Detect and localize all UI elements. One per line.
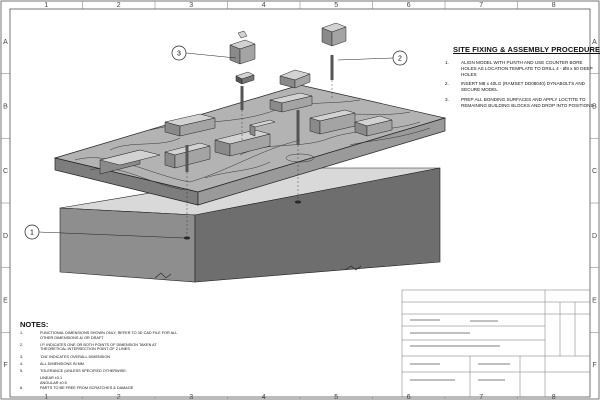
column-label: 4: [262, 394, 266, 400]
procedure-step-text: INSERT M8 x 40LG (RAMSET DD08040) DYNABO…: [461, 81, 585, 93]
note-text-main: ALL DIMENSIONS IN MM: [40, 361, 84, 366]
column-label: 6: [407, 2, 411, 9]
note-subitem-text: ANGULAR ±0.5: [40, 381, 67, 386]
svg-text:1: 1: [30, 230, 34, 237]
row-label: C: [3, 168, 8, 175]
note-subitem-text: LINEAR ±0.1: [40, 376, 63, 381]
note-item: 2. I.P. INDICATES ONE OR BOTH POINTS OF D…: [20, 343, 180, 352]
row-label: D: [3, 233, 8, 240]
procedure-step-number: 1.: [445, 60, 449, 65]
column-label: 5: [334, 2, 338, 9]
row-label: E: [3, 298, 8, 305]
procedure-steps: 1. ALIGN MODEL WITH PLINTH AND USE COUNTE…: [445, 60, 595, 113]
note-text-main: PARTS TO BE FREE FROM SCRATCHES & DAMAGE: [40, 386, 134, 391]
row-label: B: [592, 104, 597, 111]
procedure-step-text: PREP ALL BONDING SURFACES AND APPLY LOCT…: [461, 96, 594, 108]
note-item: 3. 'O/A' INDICATES OVERALL DIMENSION: [20, 355, 180, 360]
column-label: 2: [117, 394, 121, 400]
note-item: 6. PARTS TO BE FREE FROM SCRATCHES & DAMA…: [20, 386, 180, 391]
note-number: 3.: [20, 354, 24, 359]
note-text: I.P. INDICATES ONE OR BOTH POINTS OF DIM…: [40, 343, 180, 352]
row-label: C: [592, 168, 597, 175]
note-text-main: FUNCTIONAL DIMENSIONS SHOWN ONLY, REFER …: [40, 331, 178, 340]
row-label: F: [3, 362, 7, 369]
column-label: 7: [479, 2, 483, 9]
procedure-step-number: 2.: [445, 81, 449, 87]
row-label: D: [592, 233, 597, 240]
note-number: 5.: [20, 368, 24, 373]
note-text-main: 'O/A' INDICATES OVERALL DIMENSION: [40, 354, 111, 359]
row-label: F: [592, 362, 596, 369]
column-label: 2: [117, 2, 121, 9]
note-item: 1. FUNCTIONAL DIMENSIONS SHOWN ONLY, REFE…: [20, 331, 180, 340]
column-label: 1: [44, 394, 48, 400]
column-label: 5: [334, 394, 338, 400]
svg-text:3: 3: [177, 51, 181, 58]
column-label: 3: [189, 394, 193, 400]
note-number: 6.: [20, 386, 24, 391]
note-item: 5. TOLERANCE (UNLESS SPECIFIED OTHERWISE:: [20, 369, 180, 374]
procedure-step: 2. INSERT M8 x 40LG (RAMSET DD08040) DYNA…: [445, 81, 595, 93]
break-line: [154, 272, 172, 279]
plinth-side-face: [194, 167, 441, 283]
note-text: ALL DIMENSIONS IN MM: [40, 362, 84, 367]
dynabolts: [184, 110, 301, 240]
svg-text:2: 2: [398, 56, 402, 63]
note-text-main: TOLERANCE (UNLESS SPECIFIED OTHERWISE:: [40, 368, 127, 373]
column-label: 1: [44, 2, 48, 9]
callout-leaders: [38, 52, 394, 239]
notes-title: NOTES:: [20, 320, 49, 329]
note-item: 4. ALL DIMENSIONS IN MM: [20, 362, 180, 367]
note-number: 1.: [20, 331, 24, 335]
note-number: 4.: [20, 361, 24, 366]
note-text: 'O/A' INDICATES OVERALL DIMENSION: [40, 355, 110, 360]
plinth: [59, 167, 441, 283]
procedure-step: 1. ALIGN MODEL WITH PLINTH AND USE COUNTE…: [445, 60, 595, 77]
note-text-main: I.P. INDICATES ONE OR BOTH POINTS OF DIM…: [40, 342, 157, 352]
column-label: 7: [479, 394, 483, 400]
plinth-front-face: [59, 207, 196, 283]
row-label: A: [3, 39, 8, 46]
note-text: TOLERANCE (UNLESS SPECIFIED OTHERWISE:: [40, 369, 127, 374]
row-label: A: [592, 39, 597, 46]
note-text: FUNCTIONAL DIMENSIONS SHOWN ONLY, REFER …: [40, 331, 180, 340]
column-label: 6: [407, 394, 411, 400]
title-block: [401, 289, 591, 398]
column-label: 8: [552, 2, 556, 9]
procedure-title: SITE FIXING & ASSEMBLY PROCEDURE:: [453, 45, 600, 54]
note-text: PARTS TO BE FREE FROM SCRATCHES & DAMAGE: [40, 386, 133, 391]
exploded-part-3: [229, 30, 256, 140]
row-label: E: [592, 298, 597, 305]
exploded-part-2: [321, 22, 347, 100]
procedure-step-text: ALIGN MODEL WITH PLINTH AND USE COUNTER …: [461, 60, 593, 77]
row-label: B: [3, 104, 8, 111]
note-subitem: ANGULAR ±0.5: [20, 381, 180, 386]
procedure-step-number: 3.: [445, 96, 449, 102]
callout-balloon-2: 2: [392, 50, 408, 66]
note-number: 2.: [20, 342, 24, 347]
break-line: [344, 265, 362, 271]
callout-balloon-3: 3: [171, 45, 187, 61]
notes-list: 1. FUNCTIONAL DIMENSIONS SHOWN ONLY, REFE…: [20, 331, 180, 394]
column-label: 3: [189, 2, 193, 9]
procedure-step: 3. PREP ALL BONDING SURFACES AND APPLY LO…: [445, 97, 595, 109]
note-subitem: LINEAR ±0.1: [20, 376, 180, 381]
callout-balloon-1: 1: [24, 224, 40, 240]
column-label: 8: [552, 394, 556, 400]
column-label: 4: [262, 2, 266, 9]
building-blocks: [99, 69, 393, 175]
